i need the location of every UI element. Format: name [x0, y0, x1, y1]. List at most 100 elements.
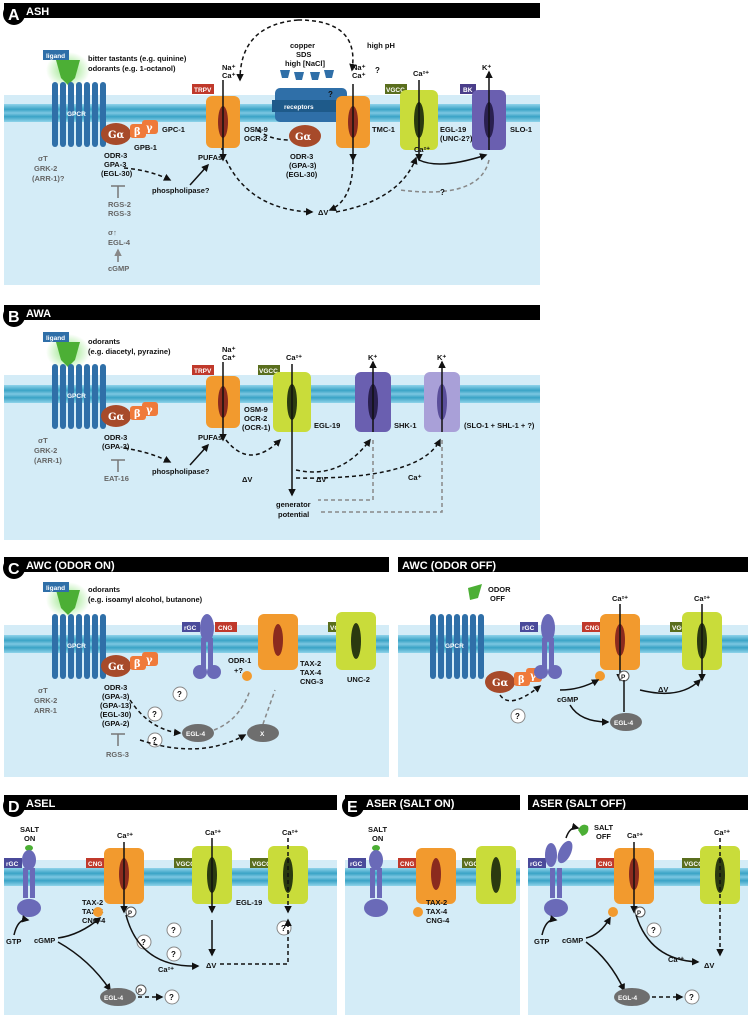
svg-text:EAT-16: EAT-16: [104, 474, 129, 483]
svg-text:(e.g. diacetyl, pyrazine): (e.g. diacetyl, pyrazine): [88, 347, 171, 356]
svg-text:GPCR: GPCR: [445, 643, 464, 650]
svg-text:CNG: CNG: [585, 625, 599, 632]
svg-text:SALT: SALT: [368, 825, 387, 834]
svg-text:P: P: [637, 911, 641, 917]
svg-text:ASER (SALT OFF): ASER (SALT OFF): [532, 798, 626, 810]
gpa3: GPA-3: [104, 160, 126, 169]
svg-text:EGL-4: EGL-4: [614, 720, 634, 727]
svg-text:ΔV: ΔV: [206, 961, 216, 970]
svg-text:EGL-4: EGL-4: [104, 995, 124, 1002]
svg-text:ΔV: ΔV: [318, 208, 328, 217]
svg-text:ODR-3: ODR-3: [104, 433, 127, 442]
svg-text:ΔV: ΔV: [242, 475, 252, 484]
svg-text:Na⁺: Na⁺: [352, 63, 366, 72]
svg-text:Ca²⁺: Ca²⁺: [714, 828, 730, 837]
svg-text:ODR-1: ODR-1: [228, 656, 251, 665]
svg-text:K⁺: K⁺: [437, 353, 446, 362]
svg-text:+?: +?: [234, 666, 243, 675]
svg-text:Ca⁺: Ca⁺: [408, 473, 422, 482]
svg-text:?: ?: [177, 690, 182, 699]
svg-text:(EGL-30): (EGL-30): [286, 170, 318, 179]
svg-text:BK: BK: [463, 87, 473, 94]
svg-text:RGS-3: RGS-3: [106, 750, 129, 759]
ocr2: OCR-2: [244, 134, 267, 143]
svg-text:GPCR: GPCR: [67, 393, 86, 400]
svg-text:D: D: [8, 799, 20, 816]
svg-text:ARR-1: ARR-1: [34, 706, 57, 715]
svg-text:?: ?: [281, 924, 286, 933]
svg-text:rGC: rGC: [184, 625, 197, 632]
svg-text:γ: γ: [146, 405, 153, 416]
svg-text:OFF: OFF: [490, 594, 505, 603]
svg-text:?: ?: [152, 736, 157, 745]
svg-text:ON: ON: [24, 834, 35, 843]
gpcr-b: [52, 364, 106, 429]
g-gamma: [142, 120, 158, 134]
svg-text:(GPA-2): (GPA-2): [102, 719, 130, 728]
svg-text:?: ?: [171, 950, 176, 959]
egl30: (EGL-30): [101, 169, 133, 178]
svg-text:K⁺: K⁺: [482, 63, 491, 72]
svg-text:σT: σT: [38, 154, 48, 163]
svg-text:Gα: Gα: [108, 130, 125, 141]
svg-text:ODOR: ODOR: [488, 585, 511, 594]
svg-text:ΔV: ΔV: [316, 475, 326, 484]
panel-e: E ASER (SALT ON) SALT ON rGC CNG TAX-2 T…: [342, 795, 520, 1015]
svg-text:potential: potential: [278, 510, 309, 519]
osm9: OSM-9: [244, 125, 268, 134]
svg-text:TAX-4: TAX-4: [426, 907, 448, 916]
svg-text:?: ?: [375, 66, 380, 75]
svg-text:TAX-2: TAX-2: [82, 898, 103, 907]
svg-text:OCR-2: OCR-2: [244, 414, 267, 423]
svg-text:Ca²⁺: Ca²⁺: [205, 828, 221, 837]
svg-text:GPCR: GPCR: [67, 643, 86, 650]
svg-text:VGCC: VGCC: [259, 368, 278, 375]
svg-text:SDS: SDS: [296, 50, 311, 59]
svg-text:(GPA-3): (GPA-3): [289, 161, 317, 170]
receptors-label: receptors: [284, 104, 314, 111]
svg-text:Gα: Gα: [108, 662, 125, 673]
svg-text:OSM-9: OSM-9: [244, 405, 268, 414]
panel-e-off: ASER (SALT OFF) SALT OFF rGC CNG Ca²⁺ P …: [528, 795, 748, 1015]
svg-text:(GPA-3): (GPA-3): [102, 442, 130, 451]
grk2: GRK-2: [34, 164, 57, 173]
svg-text:γ: γ: [146, 123, 153, 134]
svg-text:cGMP: cGMP: [562, 936, 583, 945]
svg-text:β: β: [518, 675, 525, 686]
svg-text:generator: generator: [276, 500, 311, 509]
phospholipase: phospholipase?: [152, 186, 210, 195]
svg-text:?: ?: [328, 90, 333, 99]
svg-text:CNG: CNG: [88, 861, 102, 868]
svg-text:Ca⁺: Ca⁺: [222, 71, 236, 80]
svg-text:PUFAs: PUFAs: [198, 433, 222, 442]
svg-text:ligand: ligand: [46, 335, 65, 342]
svg-text:VGCC: VGCC: [684, 861, 703, 868]
svg-text:EGL-19: EGL-19: [314, 421, 340, 430]
panel-a: A ASH ligand bitter tastants (e.g. quini…: [3, 3, 540, 285]
svg-text:cGMP: cGMP: [34, 936, 55, 945]
panel-b: B AWA ligand odorants (e.g. diacetyl, py…: [3, 305, 540, 540]
svg-text:(GPA-3): (GPA-3): [102, 692, 130, 701]
svg-text:Na⁺: Na⁺: [222, 345, 236, 354]
svg-text:high pH: high pH: [367, 41, 395, 50]
svg-text:?: ?: [169, 993, 174, 1002]
svg-text:(OCR-1): (OCR-1): [242, 423, 271, 432]
svg-text:Ca⁺: Ca⁺: [352, 71, 366, 80]
svg-text:γ: γ: [530, 671, 537, 682]
gpc1: GPC-1: [162, 125, 185, 134]
gpb1: GPB-1: [134, 143, 157, 152]
svg-text:?: ?: [171, 926, 176, 935]
svg-text:σT: σT: [38, 436, 48, 445]
svg-text:(GPA-13): (GPA-13): [100, 701, 132, 710]
svg-text:ligand: ligand: [46, 585, 65, 592]
svg-text:(ARR-1): (ARR-1): [34, 456, 62, 465]
svg-text:Ca²⁺: Ca²⁺: [286, 353, 302, 362]
svg-text:C: C: [8, 561, 20, 578]
svg-text:GRK-2: GRK-2: [34, 446, 57, 455]
svg-text:(e.g. isoamyl alcohol, butanon: (e.g. isoamyl alcohol, butanone): [88, 595, 203, 604]
svg-text:GTP: GTP: [534, 937, 549, 946]
panel-c-off: AWC (ODOR OFF) GPCR ODOR OFF Gα β γ rGC …: [398, 557, 748, 777]
trpv-tag: TRPV: [194, 87, 212, 94]
svg-text:Ca²⁺: Ca²⁺: [413, 69, 429, 78]
